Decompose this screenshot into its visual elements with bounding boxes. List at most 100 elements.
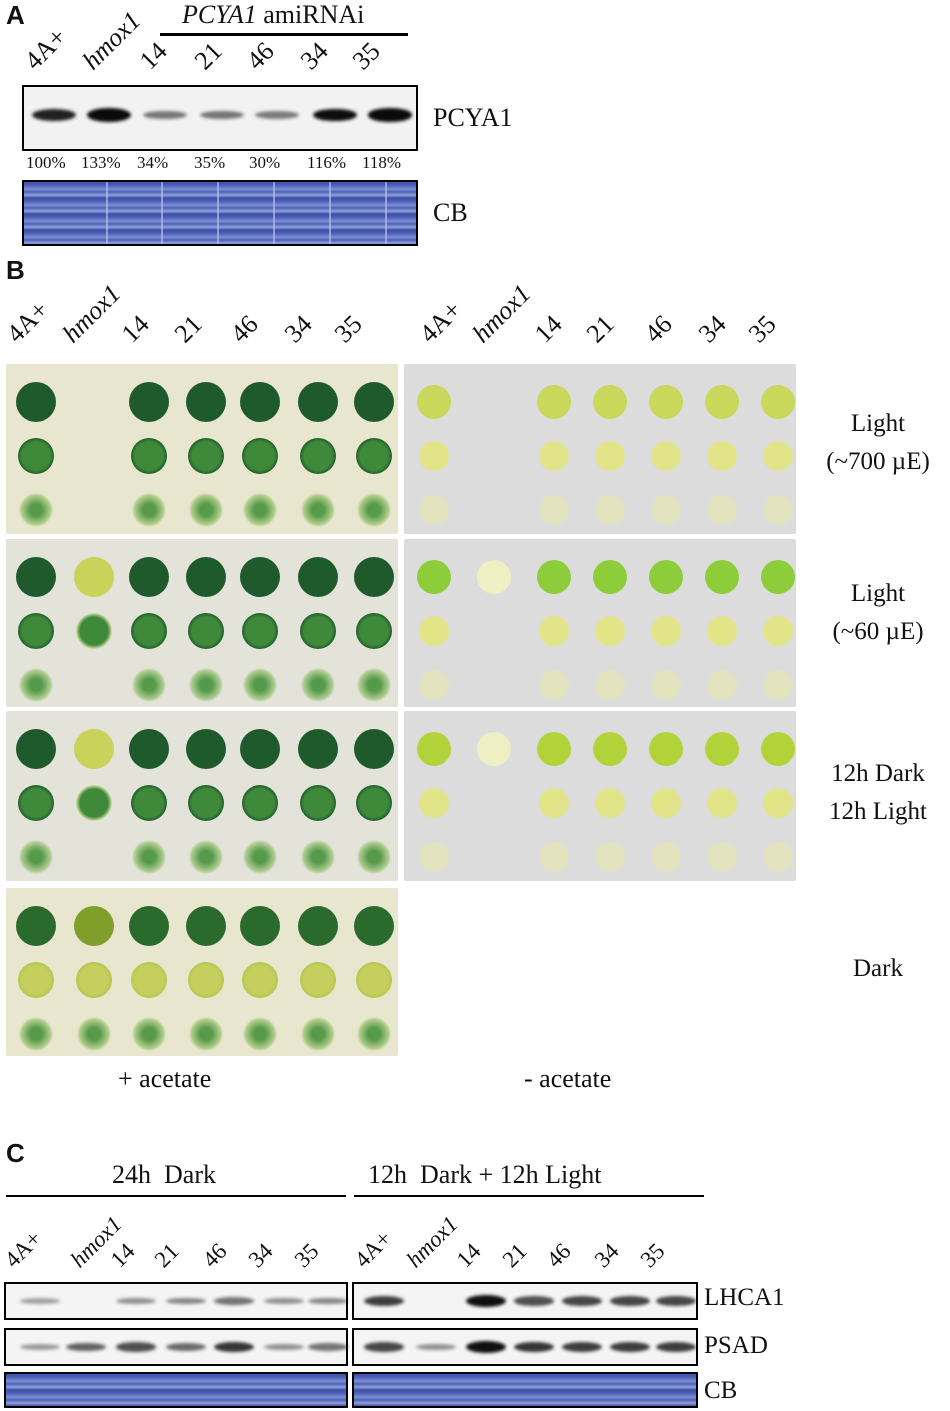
colony-spot — [539, 670, 569, 700]
colony-spot — [74, 729, 114, 769]
condition-line-2: 12h Light — [829, 798, 927, 825]
colony-spot — [539, 495, 569, 525]
colony-spot — [189, 840, 223, 874]
lhca1-band — [264, 1297, 304, 1305]
c-left-lane-label-46: 46 — [197, 1238, 232, 1273]
colony-spot — [651, 616, 681, 646]
colony-spot — [761, 385, 795, 419]
colony-spot — [242, 785, 278, 821]
panel-a-group-bracket — [160, 33, 408, 36]
psad-band — [20, 1344, 60, 1350]
plus-acetate-plate — [6, 539, 398, 707]
colony-spot — [243, 840, 277, 874]
psad-band — [514, 1341, 554, 1353]
colony-spot — [356, 613, 392, 649]
panel-a-label: A — [6, 0, 25, 30]
colony-spot — [419, 495, 449, 525]
colony-spot — [419, 788, 449, 818]
pcya1-percentage: 118% — [362, 153, 402, 172]
colony-spot — [705, 560, 739, 594]
minus-acetate-lane-label-14: 14 — [528, 309, 568, 349]
cb-stain-blot-c-left — [4, 1372, 348, 1408]
plus-acetate-plate — [6, 711, 398, 881]
minus-acetate-lane-label-21: 21 — [580, 309, 620, 349]
psad-band — [308, 1343, 348, 1351]
plus-acetate-plate — [6, 888, 398, 1056]
colony-spot — [242, 438, 278, 474]
condition-label: Light(~60 µE) — [808, 575, 948, 651]
c-left-lane-label-35: 35 — [289, 1238, 324, 1273]
colony-spot — [129, 906, 169, 946]
group-bracket-12h-dark-12h-light — [354, 1195, 704, 1197]
colony-spot — [763, 842, 793, 872]
condition-line-1: Dark — [853, 955, 903, 982]
colony-spot — [763, 670, 793, 700]
panel-a-lane-label-34: 34 — [294, 36, 334, 76]
panel-c-label: C — [6, 1138, 25, 1168]
panel-a-lane-label-35: 35 — [346, 36, 386, 76]
colony-spot — [595, 670, 625, 700]
colony-spot — [593, 560, 627, 594]
colony-spot — [16, 557, 56, 597]
colony-spot — [419, 842, 449, 872]
lhca1-band — [466, 1295, 506, 1307]
lhca1-band — [116, 1297, 156, 1305]
colony-spot — [188, 438, 224, 474]
colony-spot — [298, 729, 338, 769]
colony-spot — [705, 732, 739, 766]
colony-spot — [301, 1017, 335, 1051]
colony-spot — [16, 906, 56, 946]
cb-lane-gap — [161, 182, 163, 244]
colony-spot — [131, 438, 167, 474]
group-suffix: amiRNAi — [263, 0, 365, 29]
plus-acetate-plate — [6, 364, 398, 534]
colony-spot — [357, 840, 391, 874]
plus-acetate-lane-label-35: 35 — [328, 309, 368, 349]
psad-label: PSAD — [704, 1332, 768, 1359]
colony-spot — [354, 382, 394, 422]
colony-spot — [537, 732, 571, 766]
panel-a-lane-label-4Aplus: 4A+ — [18, 21, 73, 76]
colony-spot — [298, 382, 338, 422]
condition-label: Light(~700 µE) — [808, 405, 948, 481]
colony-spot — [649, 732, 683, 766]
pcya1-blot-label: PCYA1 — [433, 103, 513, 132]
plus-acetate-lane-label-hmox1: hmox1 — [56, 278, 127, 349]
lhca1-band — [610, 1296, 650, 1306]
colony-spot — [131, 613, 167, 649]
colony-spot — [18, 962, 54, 998]
colony-spot — [16, 729, 56, 769]
group-label-24h-dark: 24h Dark — [112, 1160, 216, 1189]
pcya1-band — [32, 109, 76, 121]
colony-spot — [354, 729, 394, 769]
psad-blot-12h-dark-light — [352, 1328, 698, 1366]
psad-band — [656, 1342, 696, 1352]
c-right-lane-label-14: 14 — [451, 1238, 486, 1273]
minus-acetate-plate — [404, 711, 796, 881]
colony-spot — [354, 906, 394, 946]
colony-spot — [243, 1017, 277, 1051]
colony-spot — [240, 906, 280, 946]
c-right-lane-label-21: 21 — [497, 1238, 532, 1273]
pcya1-band — [313, 108, 357, 122]
minus-acetate-lane-label-46: 46 — [638, 309, 678, 349]
colony-spot — [707, 842, 737, 872]
lhca1-band — [20, 1298, 60, 1304]
colony-spot — [186, 382, 226, 422]
cb-lane-gap — [385, 182, 387, 244]
colony-spot — [19, 1017, 53, 1051]
colony-spot — [18, 613, 54, 649]
colony-spot — [761, 560, 795, 594]
colony-spot — [763, 495, 793, 525]
plus-acetate-lane-label-21: 21 — [168, 309, 208, 349]
colony-spot — [129, 729, 169, 769]
colony-spot — [419, 616, 449, 646]
cb-label-c: CB — [704, 1377, 738, 1404]
lhca1-band — [308, 1297, 348, 1305]
psad-band — [466, 1341, 506, 1353]
colony-spot — [539, 441, 569, 471]
colony-spot — [419, 441, 449, 471]
pcya1-percentage: 100% — [26, 153, 66, 172]
colony-spot — [300, 962, 336, 998]
colony-spot — [129, 557, 169, 597]
